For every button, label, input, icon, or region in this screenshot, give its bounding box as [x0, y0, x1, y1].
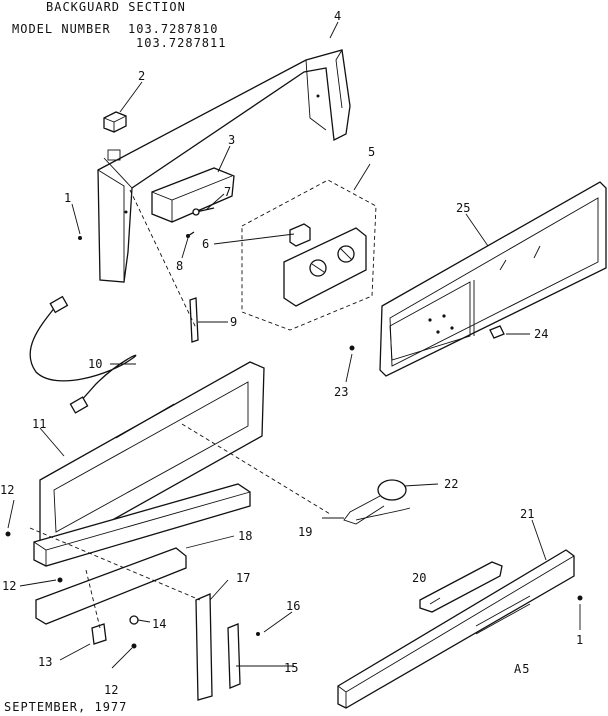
- bottom-trim-rail: [337, 549, 575, 709]
- angle-bracket-18: [33, 483, 251, 567]
- callout-18: 18: [238, 529, 252, 543]
- callout-12-mid: 12: [2, 579, 16, 593]
- callout-9: 9: [230, 315, 237, 329]
- lamp-socket: [343, 479, 411, 525]
- leader-lines: [7, 21, 581, 669]
- callout-4: 4: [334, 9, 341, 23]
- screw-1b: [577, 595, 583, 601]
- callout-numbers: 1 2 3 4 5 6 7 8 9 10 11 12 12 12 13 14 1…: [0, 9, 583, 697]
- callout-12-left: 12: [0, 483, 14, 497]
- power-cord: [29, 295, 137, 414]
- knob-24: [489, 325, 505, 339]
- callout-2: 2: [138, 69, 145, 83]
- guide-line-4: [85, 569, 101, 629]
- model-label: MODEL NUMBER: [12, 22, 111, 36]
- footer-date: SEPTEMBER, 1977: [4, 700, 128, 714]
- bracket-20: [419, 561, 503, 613]
- callout-10: 10: [88, 357, 102, 371]
- nut-12c: [131, 643, 137, 649]
- callout-20: 20: [412, 571, 426, 585]
- callout-8: 8: [176, 259, 183, 273]
- lower-channel: [35, 547, 187, 625]
- screw-1a: [78, 236, 82, 240]
- callout-16: 16: [286, 599, 300, 613]
- callout-7: 7: [224, 185, 231, 199]
- callout-13: 13: [38, 655, 52, 669]
- door-glass-panel: [379, 181, 607, 377]
- screw-16: [256, 632, 260, 636]
- backguard-housing: [97, 49, 351, 283]
- callout-3: 3: [228, 133, 235, 147]
- model-number-1: 103.7287810: [128, 22, 219, 36]
- screw-parts: [186, 207, 215, 238]
- guide-line-3: [29, 527, 201, 601]
- callout-21: 21: [520, 507, 534, 521]
- callout-19: 19: [298, 525, 312, 539]
- callout-22: 22: [444, 477, 458, 491]
- callout-6: 6: [202, 237, 209, 251]
- nut-12b: [57, 577, 63, 583]
- callout-14: 14: [152, 617, 166, 631]
- callout-1-bottom: 1: [576, 633, 583, 647]
- nut-23: [349, 345, 355, 351]
- callout-11: 11: [32, 417, 46, 431]
- strip-9: [189, 297, 199, 343]
- callout-23: 23: [334, 385, 348, 399]
- nut-12a: [5, 531, 11, 537]
- callout-1-top: 1: [64, 191, 71, 205]
- plate-15: [227, 623, 241, 689]
- control-panel-assembly: [241, 179, 377, 331]
- callout-17: 17: [236, 571, 250, 585]
- model-number-2: 103.7287811: [136, 36, 227, 50]
- page-code: A5: [514, 662, 531, 676]
- callout-25: 25: [456, 201, 470, 215]
- washer-14: [129, 615, 139, 625]
- bracket-part: [151, 167, 235, 223]
- guide-line-1: [129, 189, 197, 329]
- clip-part: [103, 111, 127, 133]
- callout-12-bottom: 12: [104, 683, 118, 697]
- section-title: BACKGUARD SECTION: [46, 0, 186, 14]
- switch-13: [91, 623, 107, 645]
- guide-line-2: [181, 423, 331, 515]
- callout-15: 15: [284, 661, 298, 675]
- upright-17: [195, 593, 213, 701]
- callout-5: 5: [368, 145, 375, 159]
- callout-24: 24: [534, 327, 548, 341]
